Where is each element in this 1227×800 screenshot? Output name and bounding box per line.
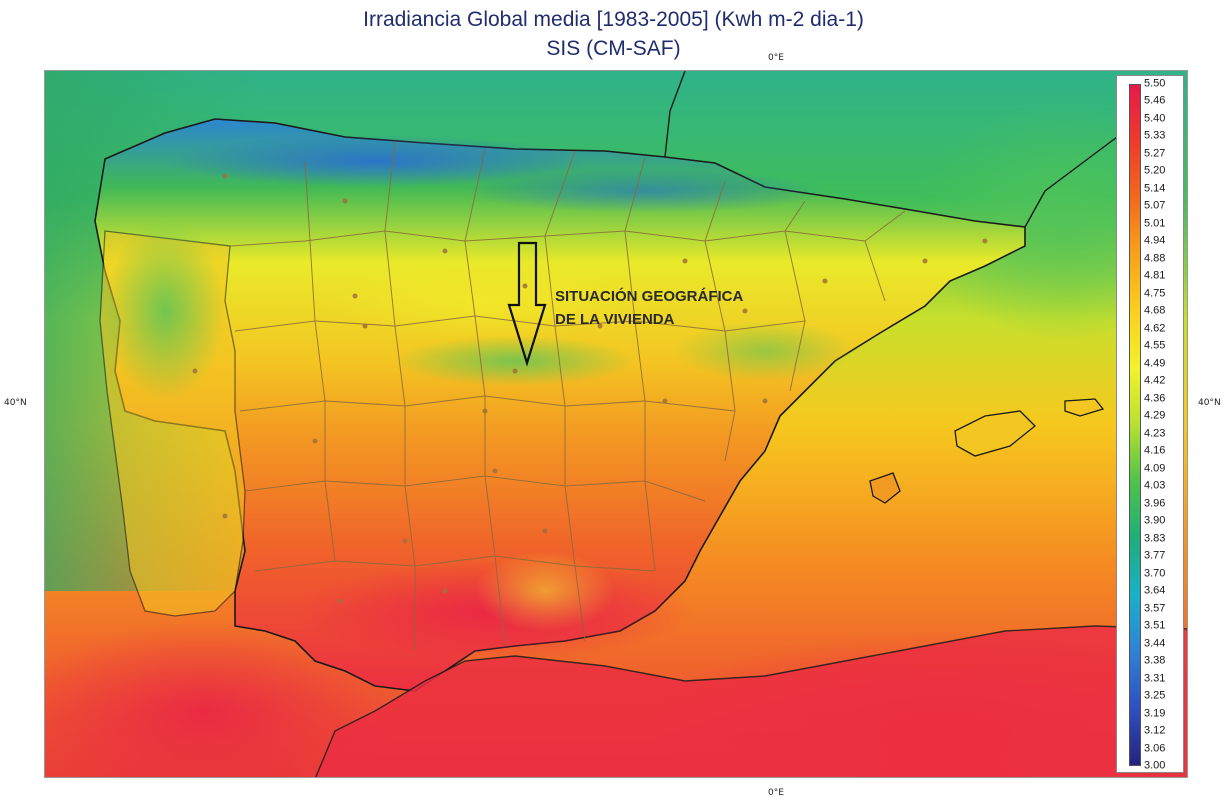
legend-value: 3.77 bbox=[1144, 549, 1166, 562]
legend-value: 4.03 bbox=[1144, 479, 1166, 492]
iberico-green-zone bbox=[675, 321, 855, 381]
color-scale-legend: 5.50 5.46 5.40 5.33 5.27 5.20 5.14 5.07 5.01 4.94… bbox=[1116, 75, 1184, 773]
legend-value: 3.06 bbox=[1144, 742, 1166, 754]
galicia-green-zone bbox=[105, 221, 225, 401]
province-boundaries bbox=[229, 140, 906, 651]
color-scale-bar bbox=[1129, 84, 1141, 766]
legend-value: 5.46 bbox=[1144, 94, 1166, 107]
legend-value: 3.70 bbox=[1144, 567, 1166, 580]
legend-value: 4.62 bbox=[1144, 322, 1166, 335]
legend-value: 4.88 bbox=[1144, 252, 1166, 265]
legend-value: 4.94 bbox=[1144, 234, 1166, 247]
left-latitude-label: 40°N bbox=[4, 398, 27, 408]
sistema-central-green-zone bbox=[395, 336, 635, 386]
irradiance-map bbox=[44, 70, 1188, 778]
legend-value: 5.20 bbox=[1144, 164, 1166, 177]
legend-value: 5.33 bbox=[1144, 129, 1166, 142]
france-coast bbox=[664, 71, 686, 158]
legend-value: 3.51 bbox=[1144, 619, 1166, 632]
legend-value: 4.09 bbox=[1144, 462, 1166, 475]
legend-value: 5.27 bbox=[1144, 147, 1166, 160]
legend-value: 3.19 bbox=[1144, 707, 1166, 720]
legend-value: 5.14 bbox=[1144, 182, 1166, 195]
legend-value: 4.16 bbox=[1144, 444, 1166, 457]
legend-value: 3.31 bbox=[1144, 672, 1166, 685]
irradiance-map-canvas bbox=[45, 71, 1187, 777]
annotation-line-2: DE LA VIVIENDA bbox=[555, 311, 675, 328]
legend-value: 3.44 bbox=[1144, 637, 1166, 650]
legend-value: 4.55 bbox=[1144, 339, 1166, 352]
annotation-line-1: SITUACIÓN GEOGRÁFICA bbox=[555, 288, 744, 305]
legend-value: 3.00 bbox=[1144, 759, 1166, 772]
location-annotation: SITUACIÓN GEOGRÁFICA DE LA VIVIENDA bbox=[555, 285, 743, 331]
location-arrow bbox=[507, 241, 547, 367]
map-title: Irradiancia Global media [1983-2005] (Kw… bbox=[363, 8, 864, 31]
map-subtitle: SIS (CM-SAF) bbox=[546, 37, 681, 60]
legend-value: 3.57 bbox=[1144, 602, 1166, 615]
legend-value: 4.36 bbox=[1144, 392, 1166, 405]
bottom-longitude-label: 0°E bbox=[768, 788, 784, 798]
legend-value: 3.12 bbox=[1144, 724, 1166, 737]
meseta-yellow-zone bbox=[325, 261, 645, 341]
legend-value: 4.49 bbox=[1144, 357, 1166, 370]
right-latitude-label: 40°N bbox=[1198, 398, 1221, 408]
legend-value: 4.29 bbox=[1144, 409, 1166, 422]
top-longitude-label: 0°E bbox=[768, 53, 784, 63]
legend-value: 4.68 bbox=[1144, 304, 1166, 317]
legend-value: 3.96 bbox=[1144, 497, 1166, 510]
sierra-nevada-zone bbox=[475, 551, 615, 631]
legend-value: 3.90 bbox=[1144, 514, 1166, 527]
legend-value: 5.40 bbox=[1144, 112, 1166, 125]
city-markers bbox=[192, 173, 988, 604]
balearic-mallorca bbox=[954, 410, 1036, 457]
legend-value: 3.38 bbox=[1144, 654, 1166, 667]
balearic-menorca bbox=[1064, 398, 1105, 417]
pyrenees-cloudy-band bbox=[465, 169, 825, 213]
balearic-ibiza bbox=[869, 472, 901, 504]
legend-value: 3.25 bbox=[1144, 689, 1166, 702]
legend-value: 4.81 bbox=[1144, 269, 1166, 282]
color-scale-labels: 5.50 5.46 5.40 5.33 5.27 5.20 5.14 5.07 5.01 4.94… bbox=[1144, 78, 1184, 771]
legend-value: 5.07 bbox=[1144, 199, 1166, 212]
legend-value: 4.42 bbox=[1144, 374, 1166, 387]
legend-value: 4.75 bbox=[1144, 287, 1166, 300]
legend-value: 3.64 bbox=[1144, 584, 1166, 597]
legend-value: 5.01 bbox=[1144, 217, 1166, 230]
legend-value: 3.83 bbox=[1144, 532, 1166, 545]
legend-value: 4.23 bbox=[1144, 427, 1166, 440]
legend-value: 5.50 bbox=[1144, 77, 1166, 90]
